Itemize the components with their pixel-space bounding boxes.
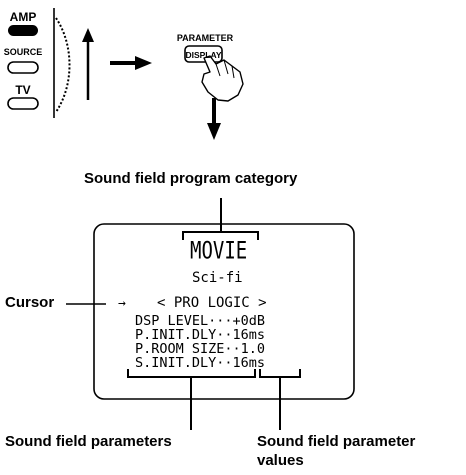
values-callout-line1: Sound field parameter: [257, 433, 416, 450]
tv-label: TV: [15, 83, 31, 97]
up-arrow-head: [82, 28, 94, 42]
values-callout-line2: values: [257, 452, 304, 469]
parameters-callout: Sound field parameters: [5, 433, 172, 450]
screen-sub-program: < PRO LOGIC >: [157, 295, 267, 311]
source-button[interactable]: [7, 61, 39, 74]
screen-param-row: P.ROOM SIZE··1.0: [135, 341, 266, 357]
screen-param-row: S.INIT.DLY··16ms: [135, 355, 266, 371]
pointing-hand-icon: [201, 55, 244, 102]
category-callout: Sound field program category: [84, 170, 298, 187]
tv-button[interactable]: [7, 97, 39, 110]
parameter-label: PARAMETER: [176, 33, 234, 43]
cursor-callout: Cursor: [5, 294, 55, 311]
screen-param-row: P.INIT.DLY··16ms: [135, 327, 266, 343]
display-button-label: DISPLAY: [185, 50, 222, 60]
amp-label: AMP: [9, 10, 37, 24]
display-panel: [93, 223, 355, 400]
source-label: SOURCE: [3, 47, 43, 57]
screen-program: Sci-fi: [192, 270, 243, 286]
category-bracket: [182, 231, 259, 240]
amp-button[interactable]: [8, 25, 38, 36]
jog-dial-edge: [55, 17, 71, 113]
display-button[interactable]: [184, 45, 223, 63]
screen-param-row: DSP LEVEL···+0dB: [135, 313, 266, 329]
screen-cursor: →: [118, 296, 126, 311]
down-arrow-head: [207, 123, 221, 140]
right-arrow-head: [135, 56, 152, 70]
screen-category: MOVIE: [190, 237, 248, 265]
